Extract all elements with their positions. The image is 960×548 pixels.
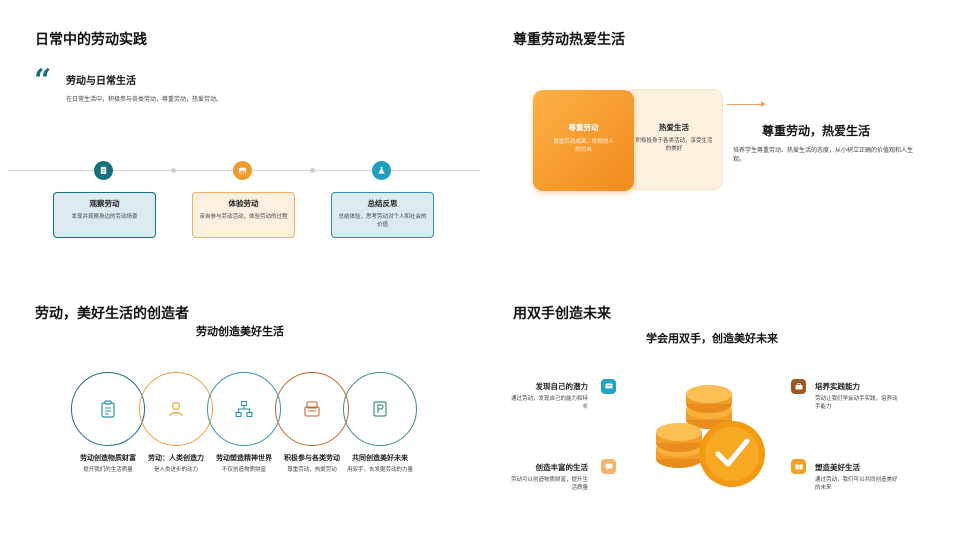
feature-title: 发现自己的潜力	[535, 382, 589, 391]
person-icon	[169, 401, 183, 417]
feature-title: 培养实践能力	[815, 382, 860, 391]
card-title: 热爱生活	[659, 123, 689, 132]
slide-title: 用双手创造未来	[513, 306, 611, 322]
card-desc: 尊重劳动成果，珍视他人的付出	[553, 139, 614, 153]
quote-icon: “	[34, 63, 52, 98]
message-icon	[601, 379, 616, 394]
ring-item	[275, 372, 349, 446]
respect-labor-card: 尊重劳动 尊重劳动成果，珍视他人的付出	[533, 90, 634, 191]
step-card-reflect: 总结反思 总结体验，思考劳动对个人和社会的价值	[331, 192, 434, 238]
love-life-card: 热爱生活 积极投身于各类活动，享受生活的美好	[625, 89, 723, 190]
slide-daily-labor: 日常中的劳动实践 “ 劳动与日常生活 在日常生活中，积极参与各类劳动，尊重劳动，…	[0, 0, 480, 274]
section-heading: 劳动与日常生活	[66, 76, 136, 87]
slide-title: 尊重劳动热爱生活	[513, 32, 625, 48]
section-heading: 尊重劳动，热爱生活	[762, 124, 871, 138]
arrow-line	[727, 104, 763, 105]
arrow-right-icon	[761, 101, 766, 107]
ring-title: 劳动：人类创造力	[148, 454, 204, 462]
step-title: 观察劳动	[89, 199, 120, 208]
ring-item	[207, 372, 281, 446]
step-title: 总结反思	[367, 199, 398, 208]
ring-desc: 不仅创造物质财富	[221, 467, 266, 473]
ring-item	[343, 372, 417, 446]
card-title: 尊重劳动	[568, 123, 599, 132]
ring-title: 劳动创造物质财富	[80, 454, 136, 462]
slide-title: 劳动，美好生活的创造者	[35, 306, 189, 322]
ring-item	[139, 372, 213, 446]
step-title: 体验劳动	[228, 199, 259, 208]
section-subtitle: 学会用双手，创造美好未来	[646, 332, 778, 345]
slide-title: 日常中的劳动实践	[35, 32, 147, 48]
ring-desc: 用双手，去发掘劳动的力量	[346, 467, 413, 473]
timeline-dot	[310, 168, 315, 173]
feature-title: 创造丰富的生活	[535, 463, 589, 472]
slide-labor-creator: 劳动，美好生活的创造者 劳动创造美好生活 劳动创造物质财富 提升我们的生活质量 …	[0, 274, 480, 548]
parking-icon	[373, 401, 387, 417]
ring-desc: 尊重劳动，热爱劳动	[287, 467, 337, 473]
ring-title: 劳动塑造精神世界	[216, 454, 272, 462]
copy-icon	[304, 401, 320, 417]
card-desc: 积极投身于各类活动，享受生活的美好	[635, 138, 713, 152]
gift-icon	[791, 459, 806, 474]
feature-desc: 劳动让我们学会动手实践，培养动手能力	[815, 396, 898, 410]
slide-respect-labor: 尊重劳动热爱生活 热爱生活 积极投身于各类活动，享受生活的美好 尊重劳动 尊重劳…	[480, 0, 960, 274]
feature-desc: 通过劳动，我们可以共同创造美好的未来	[815, 477, 898, 491]
ring-desc: 是人类进步的动力	[153, 467, 198, 473]
feature-desc: 通过劳动，发现自己的能力和特长	[510, 396, 588, 410]
slide-hands-future: 用双手创造未来 学会用双手，创造美好未来 发现自己的潜力 通过劳动，发现自己的能…	[480, 274, 960, 548]
feature-desc: 劳动可以创造物质财富，提升生活质量	[510, 477, 588, 491]
hierarchy-icon	[235, 400, 253, 418]
step-card-observe: 观察劳动 发现并观察身边的劳动场景	[53, 192, 156, 238]
ring-item	[71, 372, 145, 446]
timeline-dot	[171, 168, 176, 173]
feature-title: 塑造美好生活	[815, 463, 860, 472]
document-icon	[94, 161, 113, 180]
step-card-experience: 体验劳动 亲自参与劳动活动，体验劳动的过程	[192, 192, 295, 238]
step-desc: 总结体验，思考劳动对个人和社会的价值	[338, 214, 427, 228]
flask-icon	[372, 161, 391, 180]
step-desc: 发现并观察身边的劳动场景	[71, 214, 138, 220]
briefcase-icon	[791, 379, 806, 394]
section-subtitle: 在日常生活中，积极参与各类劳动，尊重劳动，热爱劳动。	[66, 96, 223, 103]
chat-icon	[601, 459, 616, 474]
section-subtitle: 劳动创造美好生活	[196, 325, 284, 338]
ring-desc: 提升我们的生活质量	[83, 467, 133, 473]
ring-title: 积极参与各类劳动	[284, 454, 340, 462]
step-desc: 亲自参与劳动活动，体验劳动的过程	[199, 214, 288, 220]
clipboard-icon	[101, 400, 115, 418]
coins-illustration	[656, 385, 765, 487]
section-desc: 培养学生尊重劳动、热爱生活的态度，从小树立正确的价值观和人生观。	[733, 147, 914, 163]
ring-title: 共同创造美好未来	[352, 454, 408, 462]
image-icon	[233, 161, 252, 180]
